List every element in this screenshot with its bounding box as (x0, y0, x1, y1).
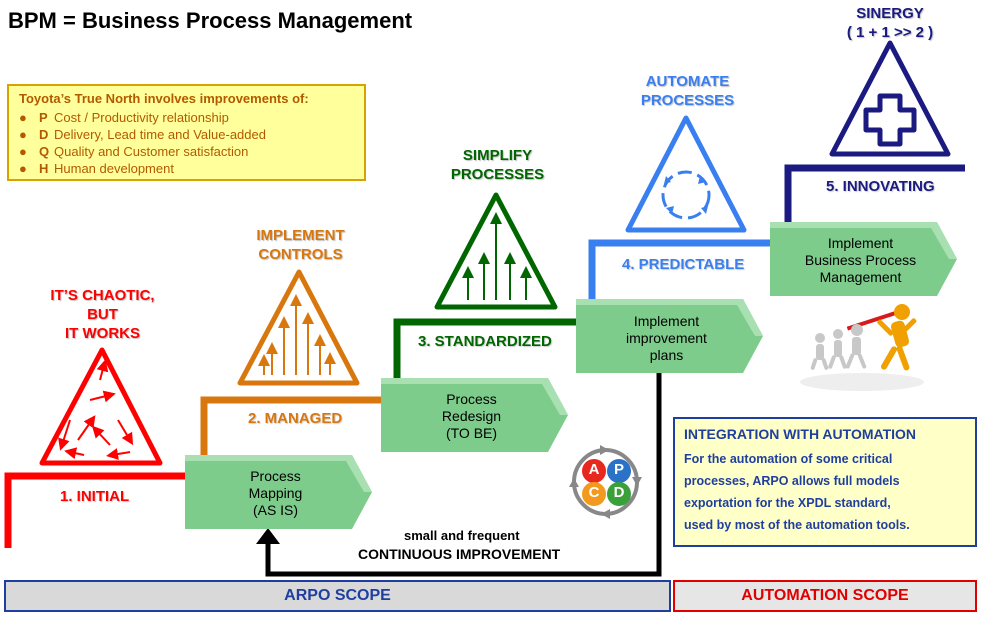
step-line-predictable (588, 239, 790, 322)
arpo-scope-bar: ARPO SCOPE (4, 580, 671, 612)
automation-scope-bar: AUTOMATION SCOPE (673, 580, 977, 612)
sinergy-triangle-icon (829, 40, 951, 157)
chevron-bpm (770, 222, 957, 296)
step-predictable-label: 4. PREDICTABLE (622, 256, 745, 273)
page-title: BPM = Business Process Management (8, 8, 413, 33)
level-heading-sinergy: SINERGY( 1 + 1 >> 2 ) (846, 5, 934, 41)
step-line-standardized (393, 318, 590, 400)
chaotic-triangle-icon (39, 347, 163, 466)
pdca-letter-p: P (613, 461, 624, 478)
step-innovating-label: 5. INNOVATING (826, 178, 935, 195)
continuous-improvement-loop (265, 372, 662, 577)
integration-body: For the automation of some critical proc… (684, 452, 910, 532)
automate-triangle-icon (625, 115, 747, 233)
step-line-managed (200, 396, 400, 476)
simplify-triangle-icon (434, 192, 558, 310)
controls-triangle-icon (237, 269, 360, 386)
chevron-process-mapping (185, 455, 372, 529)
integration-title: INTEGRATION WITH AUTOMATION (684, 426, 917, 442)
loop-arrow-head (256, 528, 280, 544)
step-line-initial (4, 472, 205, 548)
pdca-letter-c: C (588, 484, 600, 501)
step-managed-label: 2. MANAGED (248, 410, 343, 427)
toyota-true-north-box: Toyota’s True North involves improvement… (7, 84, 366, 181)
integration-automation-box: INTEGRATION WITH AUTOMATION For the auto… (673, 417, 977, 547)
continuous-improvement-label: CONTINUOUS IMPROVEMENT (358, 546, 561, 562)
continuous-improvement-small: small and frequent (404, 528, 520, 543)
step-line-innovating (784, 164, 965, 243)
pdca-letter-d: D (613, 484, 625, 501)
chevron-process-redesign (381, 378, 568, 452)
chevron-improvement-plans (576, 299, 763, 373)
step-standardized-label: 3. STANDARDIZED (418, 333, 552, 350)
pdca-letter-a: A (588, 461, 600, 478)
toyota-heading: Toyota’s True North involves improvement… (19, 91, 309, 106)
runners-illustration-icon (800, 304, 924, 391)
pdca-cycle-icon (569, 445, 642, 519)
step-initial-label: 1. INITIAL (60, 488, 130, 505)
